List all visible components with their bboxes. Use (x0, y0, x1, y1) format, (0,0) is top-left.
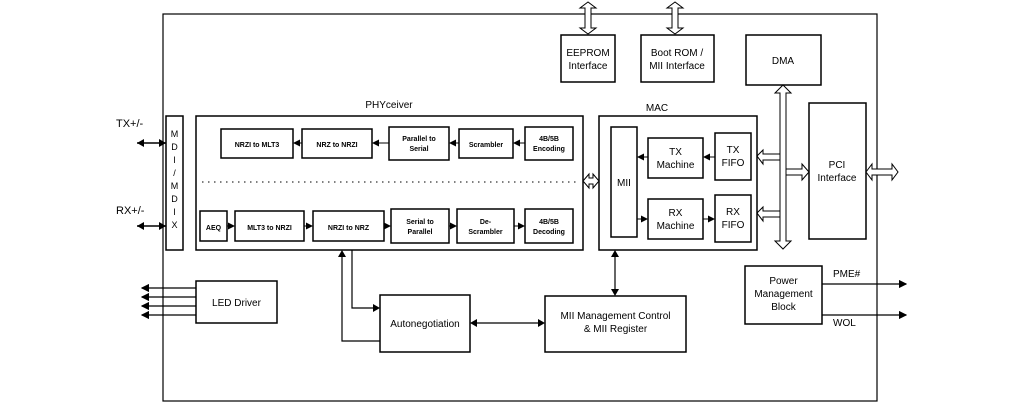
mdi-char-4: / (173, 168, 176, 178)
encoding-label-2: Encoding (533, 146, 565, 153)
autonegotiation-block (379, 294, 471, 353)
tx-arrow-right (159, 139, 166, 147)
power-label-3: Block (771, 302, 796, 313)
serial-to-parallel-label-1: Serial to (406, 219, 434, 226)
mii-management-label-1: MII Management Control (560, 311, 670, 322)
mdi-char-5: M (171, 181, 179, 191)
bootrom-bus-arrow (665, 1, 685, 35)
eeprom-label-2: Interface (569, 61, 608, 72)
serial-to-parallel-block (390, 208, 450, 244)
rx-machine-label-2: Machine (657, 221, 695, 232)
nrzi-to-mlt3-block (220, 128, 294, 159)
nrz-to-nrzi-label: NRZ to NRZI (316, 142, 357, 149)
pci-interface-block (808, 102, 867, 240)
led-driver-block (195, 280, 278, 324)
parallel-to-serial-label-2: Serial (409, 146, 428, 153)
autonegotiation-label: Autonegotiation (390, 319, 460, 330)
power-label-2: Management (754, 289, 813, 300)
phy-mac-link-arrow (582, 172, 600, 190)
descrambler-label-1: De- (480, 219, 492, 226)
tx-fifo-label-2: FIFO (722, 158, 745, 169)
phy-auto-link (351, 250, 374, 309)
auto-phy-link (341, 256, 380, 342)
miimgmt-mac-arrow-down (611, 289, 619, 296)
mlt3-to-nrzi-label: MLT3 to NRZI (247, 225, 292, 232)
mac-title: MAC (646, 103, 668, 114)
decoding-label-2: Decoding (533, 229, 565, 236)
mac-lower-bus-arrow (756, 205, 781, 223)
tx-external-label: TX+/- (116, 118, 144, 130)
decoding-block (524, 208, 574, 244)
rx-machine-label-1: RX (669, 208, 683, 219)
phyceiver-title: PHYceiver (365, 100, 413, 111)
mlt3-to-nrzi-block (234, 210, 305, 242)
wol-label: WOL (833, 318, 856, 329)
mdi-char-1: M (171, 129, 179, 139)
mii-block (610, 126, 638, 238)
mdi-char-2: D (171, 142, 178, 152)
pci-label-1: PCI (829, 160, 846, 171)
dma-pci-arrow (773, 84, 793, 250)
dma-label: DMA (772, 56, 795, 67)
led-driver-label: LED Driver (212, 298, 262, 309)
nrzi-to-mlt3-label: NRZI to MLT3 (235, 142, 280, 149)
tx-machine-block (647, 137, 704, 179)
encoding-block (524, 126, 574, 161)
rx-machine-block (647, 198, 704, 240)
parallel-to-serial-label-1: Parallel to (402, 136, 435, 143)
descrambler-block (456, 208, 515, 244)
pci-bus-arrow (865, 162, 899, 182)
aeq-label: AEQ (206, 225, 222, 232)
pme-label: PME# (833, 269, 861, 280)
eeprom-bus-arrow (578, 1, 598, 35)
bootrom-label-1: Boot ROM / (651, 48, 703, 59)
miimgmt-mac-arrow-up (611, 250, 619, 257)
rx-arrow-left (137, 222, 144, 230)
chip-boundary (162, 13, 878, 402)
power-label-1: Power (769, 276, 798, 287)
nrzi-to-nrz-block (312, 210, 385, 242)
mdi-char-3: I (173, 155, 176, 165)
serial-to-parallel-label-2: Parallel (408, 229, 433, 236)
descrambler-label-2: Scrambler (468, 229, 503, 236)
decoding-label-1: 4B/5B (539, 219, 559, 226)
auto-mii-arrow-right (538, 319, 545, 327)
auto-phy-arrow-up (338, 250, 346, 257)
parallel-to-serial-block (388, 126, 450, 161)
mdi-char-7: I (173, 207, 176, 217)
eeprom-label-1: EEPROM (566, 48, 609, 59)
rx-arrow-right (159, 222, 166, 230)
power-management-block (744, 265, 823, 325)
tx-arrow-left (137, 139, 144, 147)
rx-fifo-label-2: FIFO (722, 220, 745, 231)
dma-block (745, 34, 822, 86)
mdi-mdix-block (165, 115, 184, 251)
pci-label-2: Interface (818, 173, 857, 184)
tx-fifo-block (714, 132, 752, 181)
eeprom-interface-block (560, 34, 616, 83)
auto-mii-arrow-left (470, 319, 477, 327)
rx-fifo-label-1: RX (726, 207, 740, 218)
bootrom-label-2: MII Interface (649, 61, 705, 72)
scrambler-label: Scrambler (469, 142, 504, 149)
rx-external-label: RX+/- (116, 205, 145, 217)
mdi-char-8: X (171, 220, 177, 230)
mdi-char-6: D (171, 194, 178, 204)
tx-machine-label-2: Machine (657, 160, 695, 171)
bootrom-interface-block (640, 34, 715, 83)
phy-auto-arrow-right (373, 304, 380, 312)
encoding-label-1: 4B/5B (539, 136, 559, 143)
mii-label: MII (617, 178, 631, 189)
tx-machine-label-1: TX (669, 147, 682, 158)
dma-to-pci-arrow (785, 162, 810, 182)
mii-management-label-2: & MII Register (584, 324, 648, 335)
nrzi-to-nrz-label: NRZI to NRZ (328, 225, 370, 232)
tx-fifo-label-1: TX (727, 145, 740, 156)
aeq-block (199, 210, 228, 242)
mac-upper-bus-arrow (756, 148, 781, 166)
rx-fifo-block (714, 194, 752, 243)
mii-management-block (544, 295, 687, 353)
